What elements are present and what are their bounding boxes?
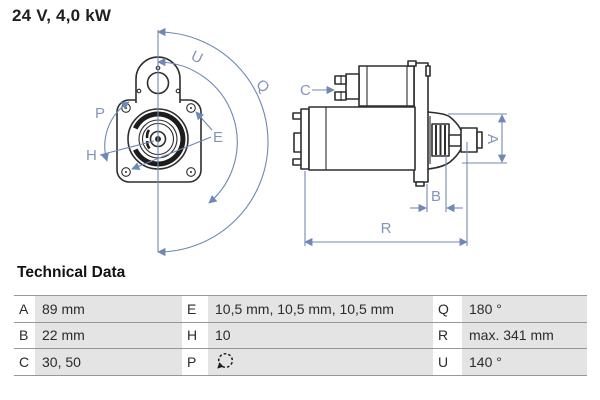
dim-value [208, 349, 433, 375]
dim-value: 30, 50 [35, 349, 182, 375]
h-leader-line [99, 140, 155, 156]
dim-key: H [182, 322, 208, 348]
table-heading: Technical Data [17, 264, 126, 281]
dim-key: P [182, 349, 208, 375]
label-p: P [95, 105, 105, 122]
dimension-lines [99, 27, 507, 257]
solenoid-body [358, 65, 415, 107]
label-a: A [484, 134, 501, 144]
starter-motor-technical-drawing: U Q P H E C A B R [86, 27, 507, 257]
angle-arc-u [157, 57, 238, 204]
motor-body [308, 106, 416, 171]
e-leader-line [195, 111, 213, 131]
label-c: C [300, 82, 311, 99]
tab-small-hole [136, 88, 142, 94]
flange-foot [415, 181, 425, 187]
dim-value: 140 ° [462, 349, 587, 375]
dim-value: 10 [208, 322, 433, 348]
dim-key: R [433, 322, 462, 348]
table-row: C 30, 50 P U 140 ° [14, 348, 587, 376]
solenoid-front-step [345, 73, 360, 100]
dim-key: Q [433, 296, 462, 322]
label-h: H [86, 147, 97, 164]
angle-arc-q [157, 27, 269, 257]
technical-data-table: A 89 mm E 10,5 mm, 10,5 mm, 10,5 mm Q 18… [14, 295, 587, 376]
e-leader-line [131, 136, 212, 171]
side-flange-plate [413, 62, 429, 183]
dim-key: A [14, 296, 35, 322]
dim-value: 10,5 mm, 10,5 mm, 10,5 mm [208, 296, 433, 322]
nose-block [460, 127, 478, 153]
bell-housing-top [427, 111, 462, 131]
side-view [292, 60, 483, 187]
keyway-mark [145, 140, 151, 150]
table-row: B 22 mm H 10 R max. 341 mm [14, 321, 587, 348]
nose-washer [476, 131, 483, 149]
dim-key: U [433, 349, 462, 375]
dim-value: 180 ° [462, 296, 587, 322]
keyway-mark [145, 129, 151, 139]
dim-key: B [14, 322, 35, 348]
solenoid-cap-step [407, 60, 417, 67]
rotation-direction-icon [217, 353, 234, 369]
dim-value: 22 mm [35, 322, 182, 348]
flange-nub [425, 65, 431, 77]
label-e: E [213, 129, 223, 146]
dim-value: max. 341 mm [462, 322, 587, 348]
page-title: 24 V, 4,0 kW [12, 6, 112, 25]
rear-end-cap [300, 108, 310, 170]
bell-housing-bottom [427, 148, 462, 170]
front-view [116, 56, 202, 183]
label-q: Q [253, 76, 273, 96]
pinion-shaft [448, 134, 462, 147]
label-b: B [431, 188, 441, 205]
dim-key: C [14, 349, 35, 375]
label-r: R [381, 220, 392, 237]
dim-value: 89 mm [35, 296, 182, 322]
label-u: U [188, 47, 205, 67]
table-row: A 89 mm E 10,5 mm, 10,5 mm, 10,5 mm Q 18… [14, 295, 587, 322]
dim-key: E [182, 296, 208, 322]
